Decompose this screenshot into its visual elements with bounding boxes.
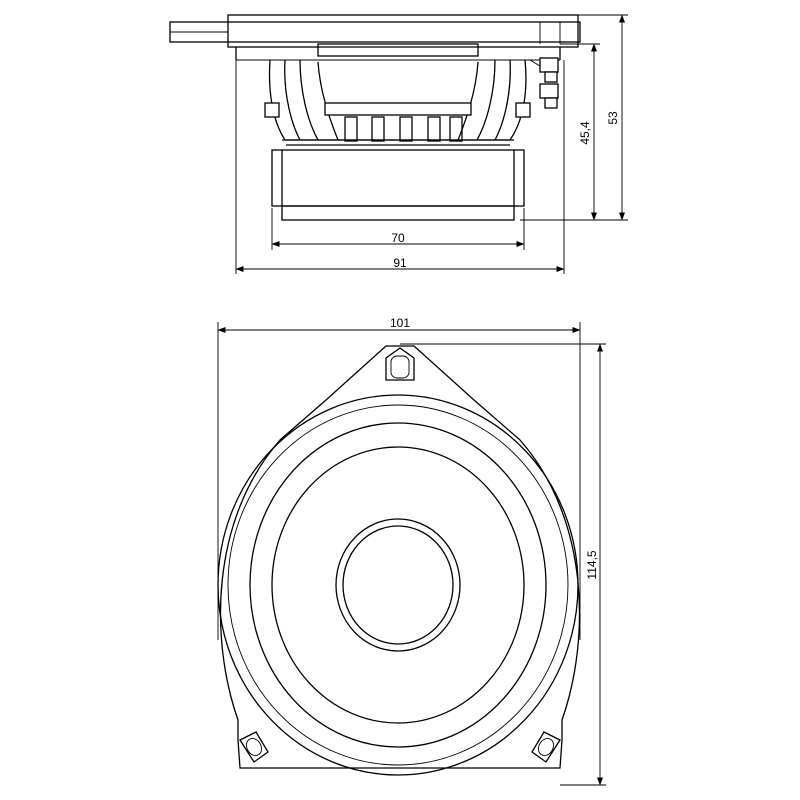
dust-cap-inner <box>342 525 454 645</box>
dim-inner-width-label: 70 <box>391 231 405 245</box>
side-view: 70 91 45,4 53 <box>169 14 628 274</box>
side-magnet <box>271 149 525 221</box>
dim-outer-width: 91 <box>235 60 565 274</box>
bottom-left-mount-hole <box>239 731 269 763</box>
side-terminals <box>529 57 559 109</box>
dim-outer-width-label: 91 <box>393 256 407 270</box>
front-view: 101 114,5 <box>217 316 606 786</box>
side-basket <box>264 59 531 146</box>
side-flange <box>169 14 581 61</box>
dim-front-width-label: 101 <box>390 316 410 330</box>
dim-inner-height-label: 45,4 <box>578 121 592 145</box>
cone-outer-ring <box>271 446 525 724</box>
dim-front-width: 101 <box>217 316 581 640</box>
dim-outer-height: 53 <box>578 14 628 221</box>
dim-inner-height: 45,4 <box>520 43 600 221</box>
surround-edge-ring <box>249 422 547 748</box>
dim-front-height: 114,5 <box>400 343 606 786</box>
dim-outer-height-label: 53 <box>606 111 620 125</box>
surround-inner-ring <box>227 404 569 766</box>
bottom-right-mount-hole <box>531 731 561 763</box>
dim-inner-width: 70 <box>271 208 525 250</box>
front-frame-outline <box>219 345 581 769</box>
dim-front-height-label: 114,5 <box>585 550 599 579</box>
top-mount-hole <box>385 347 415 381</box>
dust-cap-outer <box>335 518 461 652</box>
